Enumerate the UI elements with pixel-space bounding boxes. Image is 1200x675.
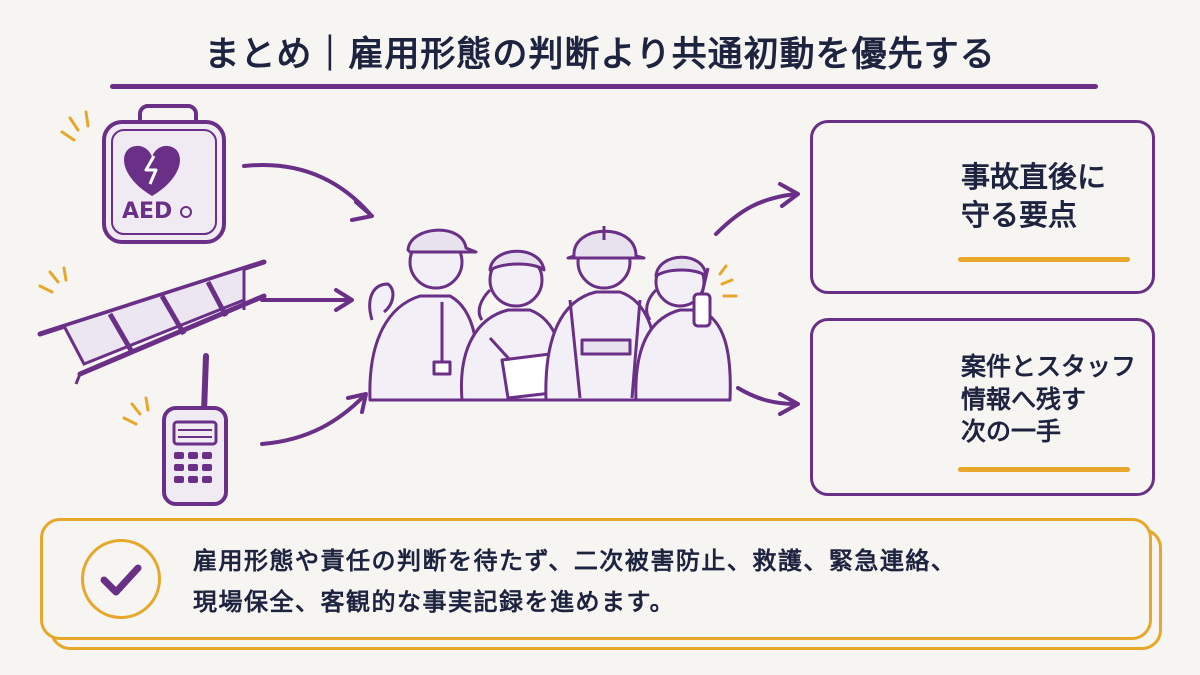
- summary-box: 雇用形態や責任の判断を待たず、二次被害防止、救護、緊急連絡、 現場保全、客観的な…: [40, 518, 1152, 640]
- card-title: 案件とスタッフ 情報へ残す 次の一手: [961, 351, 1136, 449]
- arrow-radio: [260, 394, 366, 446]
- card-underline: [958, 257, 1130, 262]
- card-line: 次の一手: [961, 417, 1062, 446]
- workers-group-illustration: [368, 226, 738, 402]
- walkie-talkie-icon: [122, 353, 228, 506]
- card-line: 事故直後に: [961, 160, 1107, 194]
- stretcher-icon: [37, 259, 267, 385]
- arrow-card1: [714, 192, 798, 236]
- page-title: まとめ｜雇用形態の判断より共通初動を優先する: [204, 35, 996, 75]
- card-line: 情報へ残す: [961, 384, 1087, 414]
- card-title: 事故直後に 守る要点: [961, 159, 1106, 234]
- summary-line: 現場保全、客観的な事実記録を進めます。: [193, 588, 676, 617]
- aed-label: AED: [122, 199, 172, 224]
- summary-line: 雇用形態や責任の判断を待たず、二次被害防止、救護、緊急連絡、: [193, 547, 957, 575]
- card-line: 案件とスタッフ: [961, 352, 1137, 381]
- card-incident-checklist: 事故直後に 守る要点: [810, 120, 1155, 294]
- arrow-aed: [242, 163, 372, 216]
- card-record-next-step: 案件とスタッフ 情報へ残す 次の一手: [810, 318, 1155, 496]
- arrow-card2: [736, 386, 798, 406]
- card-underline: [958, 467, 1130, 472]
- card-line: 守る要点: [961, 197, 1078, 232]
- flow-arrows: [242, 163, 800, 446]
- summary-text: 雇用形態や責任の判断を待たず、二次被害防止、救護、緊急連絡、 現場保全、客観的な…: [193, 541, 956, 624]
- check-icon: [81, 539, 161, 619]
- title-underline: [110, 84, 1098, 89]
- aed-icon: AED: [60, 104, 226, 244]
